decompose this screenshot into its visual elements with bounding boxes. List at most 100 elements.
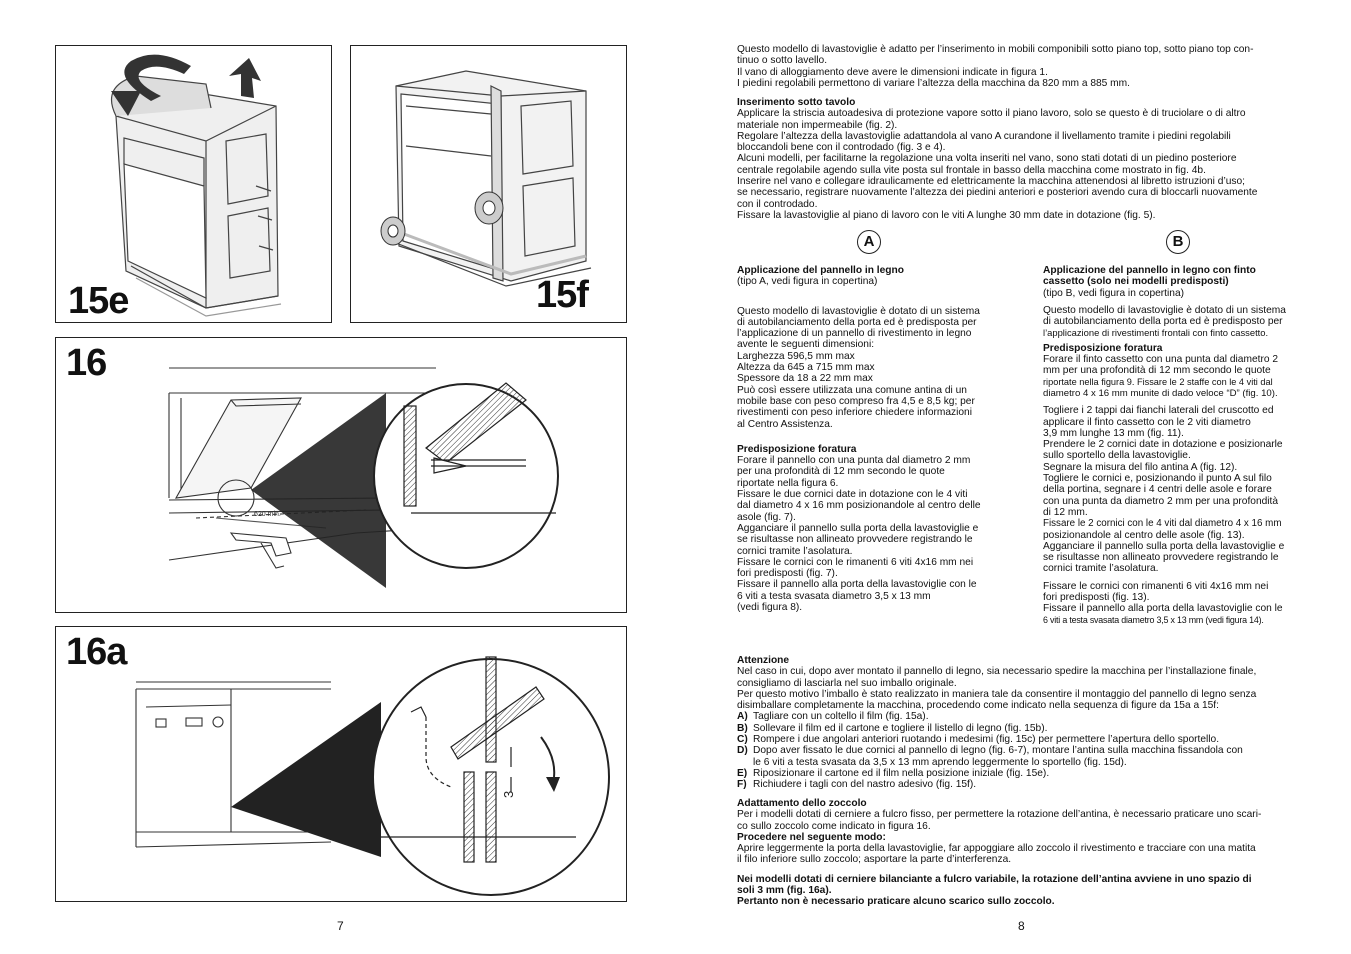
figure-label: 16: [66, 342, 107, 384]
step-text: le 6 viti a testa svasata da 3,5 x 13 mm…: [753, 756, 1127, 768]
step-letter: A): [737, 711, 748, 723]
page-number-right: 8: [1018, 919, 1025, 933]
text-line: Nel caso in cui, dopo aver montato il pa…: [737, 666, 1257, 678]
text-line: con una punta da diametro 2 mm per una p…: [1043, 495, 1279, 507]
text-line: Aprire leggermente la porta della lavast…: [737, 843, 1256, 855]
step-text: Tagliare con un coltello il film (fig. 1…: [753, 711, 929, 723]
text-line: se risultasse non allineato provvedere r…: [1043, 552, 1279, 564]
text-line: per una profondità di 12 mm secondo le q…: [737, 466, 945, 478]
step-letter: B): [737, 722, 748, 734]
text-line: applicare il finto cassetto con le 2 vit…: [1043, 416, 1251, 428]
text-line: Togliere le cornici e, posizionando il p…: [1043, 473, 1272, 485]
section-heading: Applicazione del pannello in legno con f…: [1043, 265, 1256, 276]
text-line: Nei modelli dotati di cerniere bilancian…: [737, 873, 1252, 885]
figure-label: 16a: [66, 631, 127, 673]
text-line: Pertanto non è necessario praticare alcu…: [737, 896, 1055, 908]
list-item: E)Riposizionare il cartone ed il film ne…: [737, 768, 1309, 779]
text-line: Fissare le 2 cornici con le 4 viti dal d…: [1043, 518, 1282, 530]
text-line: soli 3 mm (fig. 16a).: [737, 885, 832, 897]
text-line: cornici tramite l’asolatura.: [1043, 563, 1159, 575]
text-line: diametro 4 x 16 mm munite di dado veloce…: [1043, 387, 1278, 399]
text-line: se necessario, registrare nuovamente l’a…: [737, 187, 1258, 199]
text-line: Inserire nel vano e collegare idraulicam…: [737, 176, 1245, 188]
text-line: Fissare le due cornici date in dotazione…: [737, 489, 968, 501]
figure-16a-drawing: 3: [135, 656, 610, 896]
text-line: 3,9 mm lunghe 13 mm (fig. 11).: [1043, 427, 1184, 439]
text-line: della portina, segnare i 4 centri delle …: [1043, 484, 1272, 496]
text-line: Fissare le cornici con le rimanenti 6 vi…: [737, 556, 974, 568]
figure-15e: 15e: [55, 45, 332, 323]
step-text: Sollevare il film ed il cartone e toglie…: [753, 722, 1048, 734]
text-line: Questo modello di lavastoviglie è dotato…: [1043, 304, 1286, 316]
text-line: l’applicazione di rivestimenti frontali …: [1043, 327, 1269, 339]
text-line: bloccandoli bene con il controdado (fig.…: [737, 142, 946, 154]
text-line: Fissare le cornici con rimanenti 6 viti …: [1043, 580, 1269, 592]
text-line: Segnare la misura del filo antina A (fig…: [1043, 461, 1238, 473]
text-line: Per i modelli dotati di cerniere a fulcr…: [737, 809, 1262, 821]
section-heading: cassetto (solo nei modelli predisposti): [1043, 276, 1229, 288]
dimension-label: 620 min.: [254, 511, 281, 518]
text-line: mobile base con peso compreso fra 4,5 e …: [737, 395, 975, 407]
step-letter: E): [737, 767, 748, 779]
text-line: (vedi figura 8).: [737, 602, 803, 614]
figure-label: 15e: [68, 280, 129, 322]
text-line: Applicare la striscia autoadesiva di pro…: [737, 108, 1246, 120]
step-text: Dopo aver fissato le due cornici al pann…: [753, 745, 1243, 757]
text-line: asole (fig. 7).: [737, 511, 796, 523]
text-line: Altezza da 645 a 715 mm max: [737, 362, 875, 374]
text-line: di autobilanciamento della porta ed è pr…: [737, 316, 977, 328]
section-heading: Predisposizione foratura: [1043, 342, 1163, 354]
text-line: Per questo motivo l’imballo è stato real…: [737, 688, 1257, 700]
list-item: F) Richiudere i tagli con del nastro ades…: [737, 779, 1309, 790]
text-line: di 12 mm.: [1043, 506, 1088, 518]
list-item: B) Sollevare il film ed il cartone e togl…: [737, 723, 1309, 734]
step-letter: D): [737, 745, 748, 757]
text-line: al Centro Assistenza.: [737, 418, 833, 430]
text-line: l’applicazione di un pannello di rivesti…: [737, 328, 972, 340]
dimension-label: 3: [501, 791, 516, 798]
text-line: con il controdado.: [737, 198, 818, 210]
step-text: Richiudere i tagli con del nastro adesiv…: [753, 779, 977, 791]
text-line: avente le seguenti dimensioni:: [737, 339, 875, 351]
text-line: co sullo zoccolo come indicato in figura…: [737, 820, 931, 832]
text-line: Spessore da 18 a 22 mm max: [737, 373, 873, 385]
section-heading: Procedere nel seguente modo:: [737, 831, 886, 843]
list-item: le 6 viti a testa svasata da 3,5 x 13 mm…: [737, 757, 1309, 768]
text-line: il filo inferiore sullo zoccolo; asporta…: [737, 854, 1012, 866]
column-b: Applicazione del pannello in legno con f…: [1043, 265, 1311, 626]
circle-b-marker: B: [1166, 230, 1190, 254]
text-line: dal diametro 4 x 16 mm posizionandole al…: [737, 500, 981, 512]
text-line: 6 viti a testa svasata diametro 3,5 x 13…: [1043, 614, 1264, 625]
text-line: Fissare il pannello alla porta della lav…: [737, 579, 977, 591]
text-line: sullo sportello della lavastoviglie.: [1043, 450, 1191, 462]
section-heading: Predisposizione foratura: [737, 443, 857, 455]
text-line: mm per una profondità di 12 mm secondo l…: [1043, 365, 1271, 377]
text-line: Prendere le 2 cornici date in dotazione …: [1043, 439, 1283, 451]
text-line: posizionandole al centro delle asole (fi…: [1043, 529, 1245, 541]
zoccolo-section: Adattamento dello zoccolo Per i modelli …: [737, 798, 1309, 908]
text-line: consigliamo di lasciarla nel suo imballo…: [737, 677, 957, 689]
text-line: Alcuni modelli, per facilitarne la regol…: [737, 153, 1237, 165]
section-heading: Applicazione del pannello in legno: [737, 265, 904, 276]
text-line: Forare il pannello con una punta dal dia…: [737, 455, 971, 467]
attenzione-section: Attenzione Nel caso in cui, dopo aver mo…: [737, 655, 1309, 791]
inserimento-section: Inserimento sotto tavolo Applicare la st…: [737, 97, 1309, 221]
figure-16-drawing: 620 min.: [168, 367, 559, 588]
figure-label: 15f: [536, 274, 589, 316]
text-line: rivestimenti con peso inferiore chiedere…: [737, 407, 972, 419]
text-line: Può così essere utilizzata una comune an…: [737, 384, 967, 396]
step-text: Rompere i due angolari anteriori ruotand…: [753, 734, 1220, 746]
text-line: Togliere i 2 tappi dai fianchi laterali …: [1043, 405, 1274, 417]
step-letter: F): [737, 779, 747, 791]
page-number-left: 7: [337, 919, 344, 933]
text-line: (tipo A, vedi figura in copertina): [737, 276, 878, 288]
section-heading: Attenzione: [737, 655, 790, 666]
figure-15f-drawing: [380, 70, 592, 287]
section-heading: Inserimento sotto tavolo: [737, 97, 856, 108]
text-line: materiale non impermeabile (fig. 2).: [737, 119, 898, 131]
text-line: riportate nella figura 9. Fissare le 2 s…: [1043, 376, 1273, 387]
text-line: Il vano di alloggiamento deve avere le d…: [737, 66, 1048, 78]
text-line: Larghezza 596,5 mm max: [737, 350, 855, 362]
text-line: I piedini regolabili permettono di varia…: [737, 77, 1130, 89]
text-line: tinuo o sotto lavello.: [737, 55, 828, 67]
